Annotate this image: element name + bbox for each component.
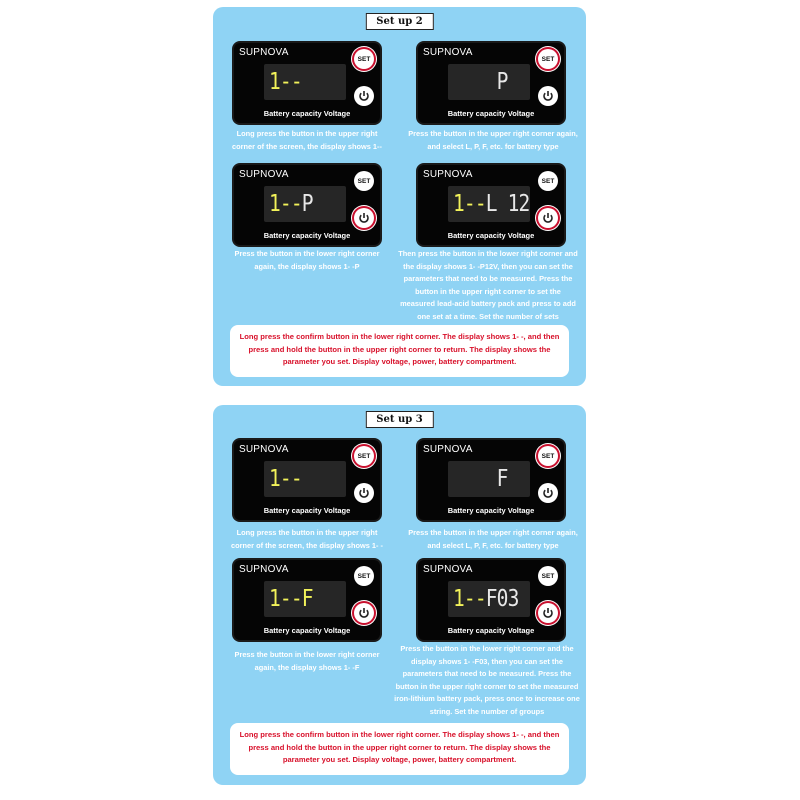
brand-label: SUPNOVA	[423, 47, 473, 58]
power-button[interactable]	[354, 483, 374, 503]
lcd-screen: 1--	[264, 64, 346, 100]
power-button[interactable]	[538, 208, 558, 228]
power-icon	[543, 488, 553, 498]
step-description-1: Long press the button in the upper right…	[231, 528, 383, 550]
setup-2-panel: Set up 2 SUPNOVA 1-- SET Battery capacit…	[213, 7, 586, 386]
power-button[interactable]	[538, 483, 558, 503]
device-caption: Battery capacity Voltage	[263, 109, 351, 118]
lcd-digits: P	[453, 69, 509, 95]
setup-3-panel: Set up 3 SUPNOVA 1-- SET Battery capacit…	[213, 405, 586, 785]
brand-label: SUPNOVA	[423, 444, 473, 455]
display-device-4: SUPNOVA 1--F03 SET Battery capacity Volt…	[418, 560, 564, 640]
power-icon	[543, 91, 553, 101]
set-button[interactable]: SET	[538, 171, 558, 191]
step-description-1: Long press the button in the upper right…	[232, 129, 382, 151]
brand-label: SUPNOVA	[239, 564, 289, 575]
display-device-3: SUPNOVA 1--F SET Battery capacity Voltag…	[234, 560, 380, 640]
step-description-4: Press the button in the lower right corn…	[394, 644, 580, 716]
display-device-2: SUPNOVA P SET Battery capacity Voltage	[418, 43, 564, 123]
device-caption: Battery capacity Voltage	[263, 231, 351, 240]
power-icon	[359, 488, 369, 498]
lcd-screen: 1--L 12v	[448, 186, 530, 222]
set-button[interactable]: SET	[354, 446, 374, 466]
lcd-screen: F	[448, 461, 530, 497]
lcd-digits: 1--F	[269, 586, 314, 612]
power-icon	[543, 213, 553, 223]
lcd-digits: F	[453, 466, 509, 492]
display-device-3: SUPNOVA 1--P SET Battery capacity Voltag…	[234, 165, 380, 245]
power-icon	[543, 608, 553, 618]
power-icon	[359, 91, 369, 101]
device-caption: Battery capacity Voltage	[263, 506, 351, 515]
lcd-digits: 1--	[269, 69, 303, 95]
step-description-4: Then press the button in the lower right…	[398, 249, 578, 321]
power-button[interactable]	[354, 603, 374, 623]
step-description-3: Press the button in the lower right corn…	[234, 249, 380, 271]
brand-label: SUPNOVA	[239, 169, 289, 180]
lcd-digits: 1--P	[269, 191, 314, 217]
set-button[interactable]: SET	[538, 446, 558, 466]
device-caption: Battery capacity Voltage	[447, 231, 535, 240]
power-button[interactable]	[538, 603, 558, 623]
device-caption: Battery capacity Voltage	[447, 506, 535, 515]
lcd-screen: 1--F03	[448, 581, 530, 617]
power-button[interactable]	[354, 208, 374, 228]
lcd-screen: 1--F	[264, 581, 346, 617]
setup-2-title: Set up 2	[365, 13, 434, 30]
lcd-screen: 1--	[264, 461, 346, 497]
power-icon	[359, 608, 369, 618]
set-button[interactable]: SET	[354, 566, 374, 586]
set-button[interactable]: SET	[354, 49, 374, 69]
display-device-4: SUPNOVA 1--L 12v SET Battery capacity Vo…	[418, 165, 564, 245]
lcd-digits: 1--	[269, 466, 303, 492]
set-button[interactable]: SET	[354, 171, 374, 191]
step-description-2: Press the button in the upper right corn…	[408, 528, 578, 550]
step-description-2: Press the button in the upper right corn…	[408, 129, 578, 151]
lcd-digits: 1--F03	[453, 586, 519, 612]
lcd-digits: 1--L 12v	[453, 191, 530, 217]
return-instruction-note: Long press the confirm button in the low…	[230, 723, 569, 775]
power-button[interactable]	[538, 86, 558, 106]
brand-label: SUPNOVA	[239, 47, 289, 58]
device-caption: Battery capacity Voltage	[447, 109, 535, 118]
display-device-1: SUPNOVA 1-- SET Battery capacity Voltage	[234, 43, 380, 123]
lcd-screen: P	[448, 64, 530, 100]
power-button[interactable]	[354, 86, 374, 106]
device-caption: Battery capacity Voltage	[447, 626, 535, 635]
set-button[interactable]: SET	[538, 49, 558, 69]
display-device-2: SUPNOVA F SET Battery capacity Voltage	[418, 440, 564, 520]
setup-3-title: Set up 3	[365, 411, 434, 428]
set-button[interactable]: SET	[538, 566, 558, 586]
power-icon	[359, 213, 369, 223]
step-description-3: Press the button in the lower right corn…	[234, 650, 380, 672]
return-instruction-note: Long press the confirm button in the low…	[230, 325, 569, 377]
lcd-screen: 1--P	[264, 186, 346, 222]
brand-label: SUPNOVA	[239, 444, 289, 455]
brand-label: SUPNOVA	[423, 169, 473, 180]
device-caption: Battery capacity Voltage	[263, 626, 351, 635]
display-device-1: SUPNOVA 1-- SET Battery capacity Voltage	[234, 440, 380, 520]
brand-label: SUPNOVA	[423, 564, 473, 575]
